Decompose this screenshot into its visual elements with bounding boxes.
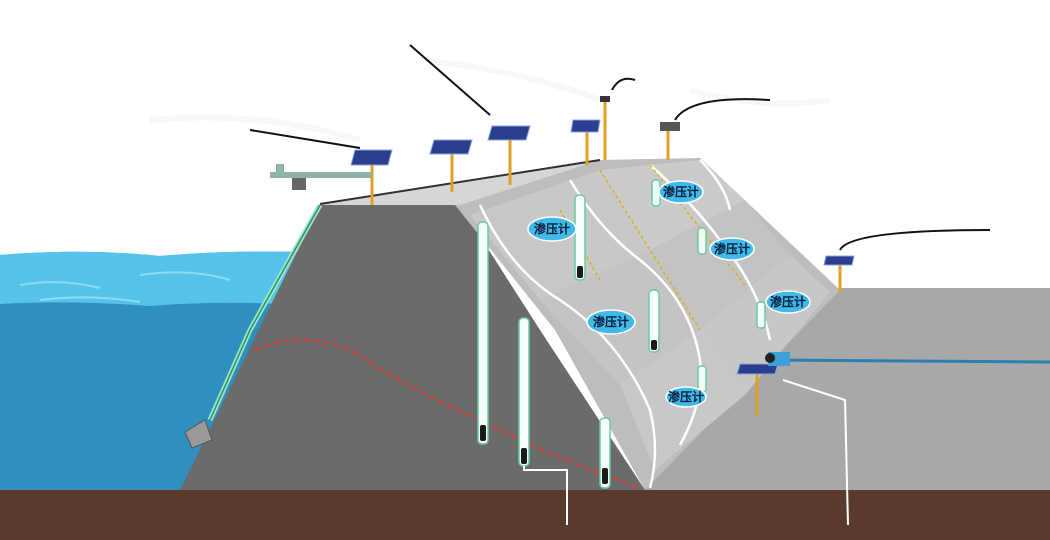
piezometer-sensors bbox=[480, 266, 657, 484]
svg-text:渗压计: 渗压计 bbox=[770, 294, 806, 309]
solar-station-5 bbox=[823, 255, 855, 292]
solar-station-2 bbox=[429, 139, 473, 192]
downstream-plain bbox=[640, 288, 1050, 490]
svg-text:渗压计: 渗压计 bbox=[534, 221, 570, 236]
piezometer-label-6: 渗压计 bbox=[665, 386, 707, 408]
downstream-pipe bbox=[769, 358, 1050, 364]
sky-haze bbox=[149, 57, 831, 143]
solar-station-3 bbox=[487, 125, 531, 185]
underwater-sensor bbox=[184, 419, 213, 449]
piezometer-label-1: 渗压计 bbox=[527, 216, 577, 242]
gauge-station bbox=[270, 164, 372, 190]
seepage-line bbox=[254, 339, 641, 489]
camera-pole bbox=[600, 96, 680, 160]
solar-station-1 bbox=[350, 149, 393, 205]
piezometer-label-3: 渗压计 bbox=[709, 237, 755, 261]
piezometer-label-4: 渗压计 bbox=[586, 309, 636, 335]
solar-station-4 bbox=[570, 119, 601, 165]
piezometer-labels: 渗压计 渗压计 渗压计 渗压计 渗压计 渗压计 bbox=[527, 180, 811, 408]
antenna-wires bbox=[249, 44, 991, 251]
svg-text:渗压计: 渗压计 bbox=[668, 389, 704, 404]
ground-layer bbox=[0, 490, 1050, 540]
piezometer-label-5: 渗压计 bbox=[765, 290, 811, 314]
outlet-gate bbox=[765, 352, 790, 366]
svg-text:渗压计: 渗压计 bbox=[663, 184, 699, 199]
svg-text:渗压计: 渗压计 bbox=[714, 241, 750, 256]
sensor-cables bbox=[523, 379, 849, 526]
solar-station-6 bbox=[736, 363, 779, 415]
svg-text:渗压计: 渗压计 bbox=[593, 314, 629, 329]
piezometer-label-2: 渗压计 bbox=[658, 180, 704, 204]
